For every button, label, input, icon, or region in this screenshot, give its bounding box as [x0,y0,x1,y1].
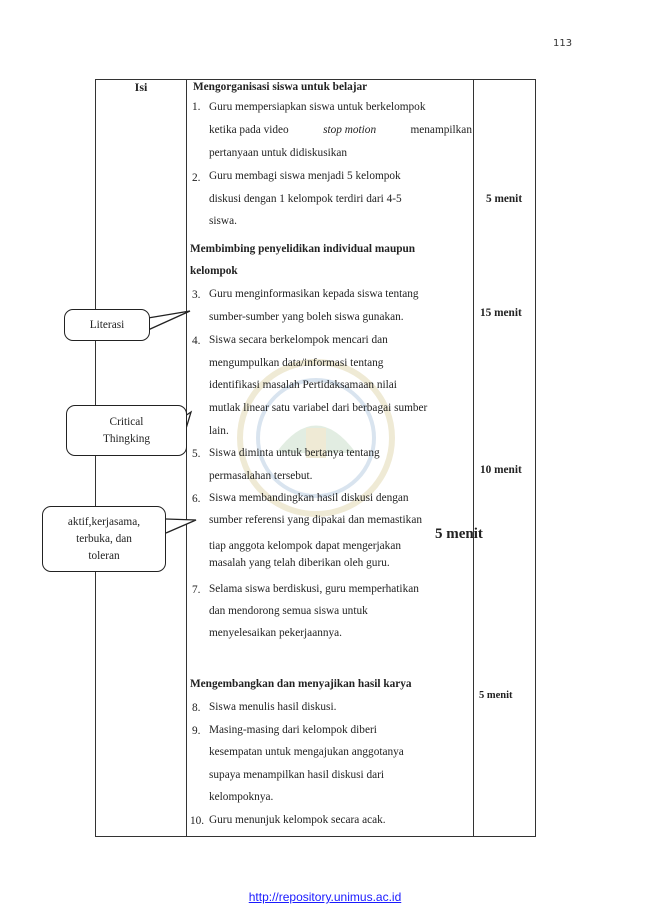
time-allocation: 5 menit [486,193,523,205]
time-allocation: 5 menit [435,526,483,542]
callout-text: Thingking [102,432,151,445]
university-seal-watermark [237,359,395,517]
item-number: 2. [192,172,201,184]
item-text: mutlak linear satu variabel dari berbaga… [209,402,428,414]
item-number: 6. [192,493,201,505]
item-text-part: menampilkan [410,124,472,136]
item-text: Siswa menulis hasil diskusi. [209,701,337,713]
time-allocation: 10 menit [480,464,522,476]
item-text: permasalahan tersebut. [209,470,313,482]
item-text: Selama siswa berdiskusi, guru memperhati… [209,583,419,595]
item-text: identifikasi masalah Pertidaksamaan nila… [209,379,397,391]
item-text-part: ketika pada video [209,124,289,136]
item-text: supaya menampilkan hasil diskusi dari [209,769,385,781]
section-title: kelompok [190,265,238,277]
section-title: Mengorganisasi siswa untuk belajar [193,81,368,93]
callout-text: toleran [88,549,120,562]
item-text: Guru membagi siswa menjadi 5 kelompok [209,170,401,182]
item-text: diskusi dengan 1 kelompok terdiri dari 4… [209,193,402,205]
callout-literasi: Literasi [64,309,150,341]
item-text: ketika pada video stop motion menampilka… [209,119,472,142]
item-number: 1. [192,101,201,113]
section-title: Membimbing penyelidikan individual maupu… [190,243,416,255]
section-title: Mengembangkan dan menyajikan hasil karya [190,678,412,690]
column-divider [473,79,474,837]
lesson-table [95,79,536,837]
item-text: Siswa diminta untuk bertanya tentang [209,447,380,459]
item-number: 10. [190,815,205,827]
item-number: 7. [192,584,201,596]
item-text: Guru mempersiapkan siswa untuk berkelomp… [209,101,426,113]
page-number: 113 [553,38,573,49]
callout-text: Critical [109,415,144,428]
item-text: kelompoknya. [209,791,274,803]
item-text: kesempatan untuk mengajukan anggotanya [209,746,404,758]
item-text: masalah yang telah diberikan oleh guru. [209,557,390,569]
repository-link[interactable]: http://repository.unimus.ac.id [248,890,402,904]
item-text: menyelesaikan pekerjaannya. [209,627,342,639]
item-number: 4. [192,335,201,347]
item-number: 3. [192,289,201,301]
item-text: Siswa membandingkan hasil diskusi dengan [209,492,409,504]
item-text: siswa. [209,215,237,227]
item-text-italic: stop motion [323,124,377,136]
time-allocation: 15 menit [480,307,522,319]
item-number: 9. [192,725,201,737]
callout-aktif-kerjasama: aktif,kerjasama, terbuka, dan toleran [42,506,166,572]
callout-text: aktif,kerjasama, [67,515,141,528]
item-text: Guru menunjuk kelompok secara acak. [209,814,386,826]
item-number: 8. [192,702,201,714]
item-text: mengumpulkan data/informasi tentang [209,357,384,369]
item-text: tiap anggota kelompok dapat mengerjakan [209,540,401,552]
item-text: dan mendorong semua siswa untuk [209,605,368,617]
item-text: lain. [209,425,229,437]
callout-text: Literasi [89,318,125,331]
column-label: Isi [134,80,148,94]
item-number: 5. [192,448,201,460]
item-text: Masing-masing dari kelompok diberi [209,724,377,736]
callout-critical-thinking: Critical Thingking [66,405,187,456]
item-text: Siswa secara berkelompok mencari dan [209,334,388,346]
column-divider [186,79,187,837]
item-text: sumber-sumber yang boleh siswa gunakan. [209,311,404,323]
footer: http://repository.unimus.ac.id [0,888,650,906]
item-text: sumber referensi yang dipakai dan memast… [209,514,422,526]
item-text: pertanyaan untuk didiskusikan [209,147,348,159]
time-allocation: 5 menit [479,690,513,701]
callout-text: terbuka, dan [76,532,132,545]
item-text: Guru menginformasikan kepada siswa tenta… [209,288,419,300]
